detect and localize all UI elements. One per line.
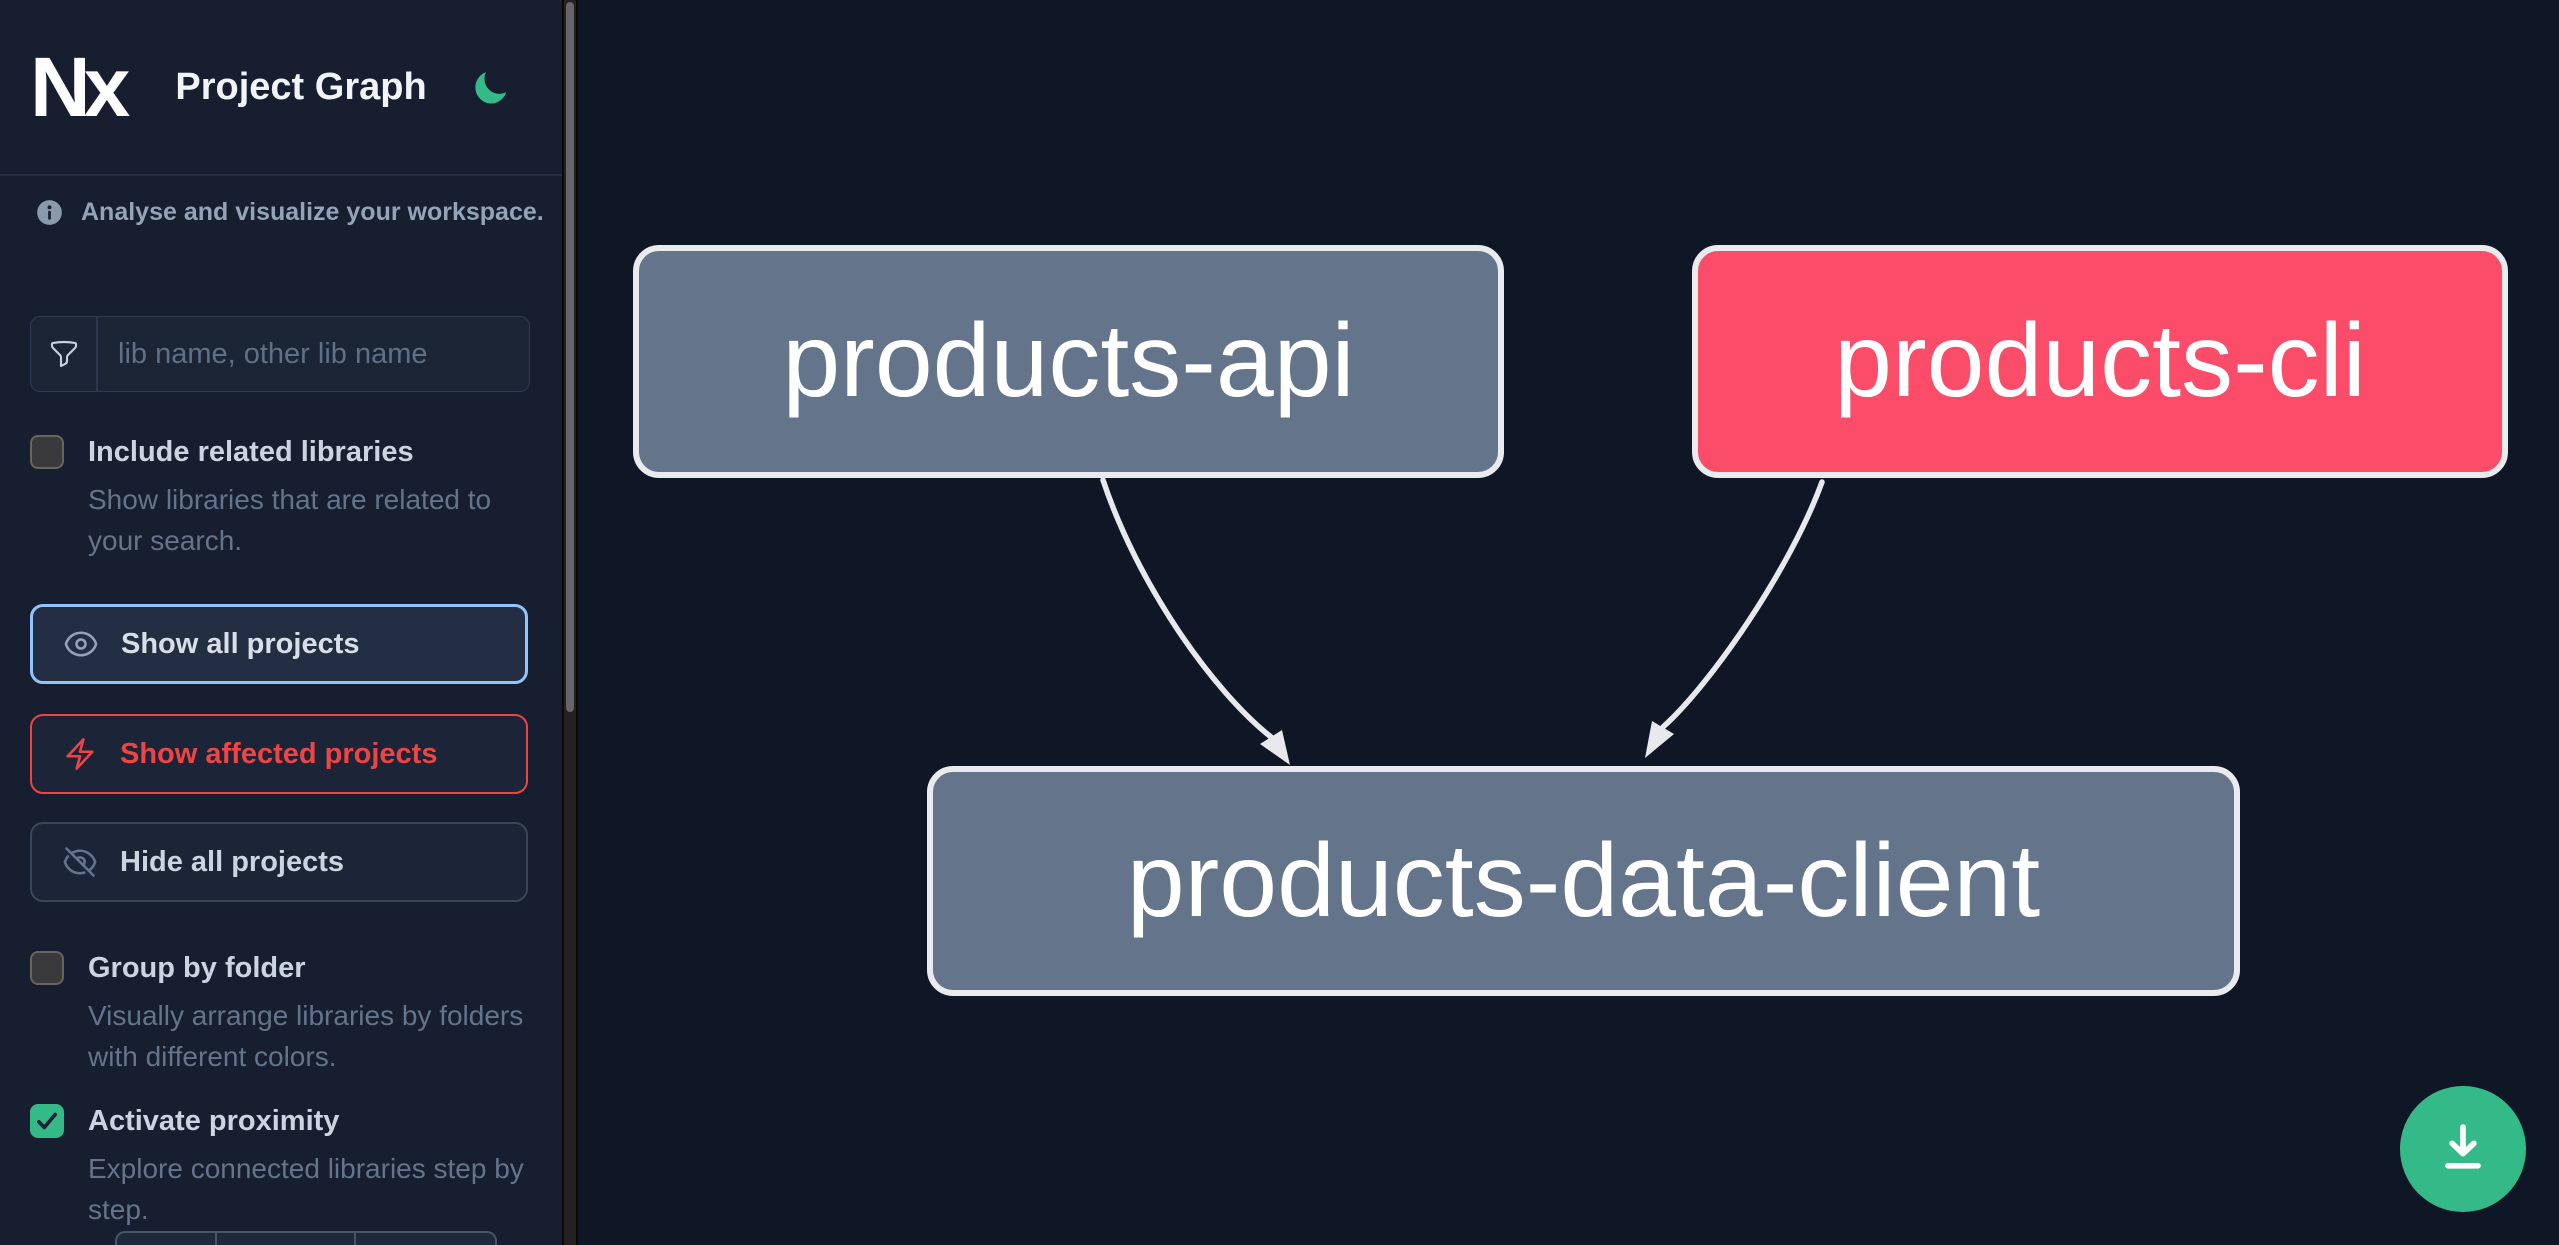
tagline: Analyse and visualize your workspace. <box>81 198 544 226</box>
button-label: Show all projects <box>121 627 360 660</box>
tagline-row: Analyse and visualize your workspace. <box>36 198 544 227</box>
button-label: Show affected projects <box>120 737 438 770</box>
button-label: Hide all projects <box>120 845 345 878</box>
checkbox-description: Show libraries that are related to your … <box>88 484 492 556</box>
download-icon <box>2445 1124 2481 1169</box>
bolt-icon <box>66 738 94 770</box>
theme-toggle-button[interactable] <box>470 67 510 107</box>
page-title: Project Graph <box>175 65 427 108</box>
download-image-button[interactable] <box>2400 1086 2526 1212</box>
proximity-decrement-button[interactable] <box>117 1233 215 1245</box>
checkbox-description: Explore connected libraries step by step… <box>88 1153 524 1225</box>
eye-icon <box>64 631 98 657</box>
sidebar-scrollbar[interactable] <box>562 0 578 1245</box>
checkbox-label: Include related libraries <box>88 436 414 468</box>
activate-proximity-checkbox[interactable] <box>30 1104 64 1138</box>
eye-slash-icon <box>63 847 97 877</box>
graph-node[interactable]: products-api <box>633 245 1504 478</box>
show-affected-projects-button[interactable]: Show affected projects <box>30 714 528 794</box>
include-related-checkbox[interactable] <box>30 435 64 469</box>
filter-icon-cell <box>31 317 98 391</box>
scrollbar-thumb[interactable] <box>566 2 574 712</box>
checkmark-icon <box>37 1112 57 1130</box>
funnel-icon <box>50 340 77 368</box>
search-input[interactable] <box>98 317 529 391</box>
checkbox-description: Visually arrange libraries by folders wi… <box>88 1000 524 1072</box>
checkbox-label: Activate proximity <box>88 1105 340 1137</box>
proximity-stepper <box>115 1231 497 1245</box>
group-by-folder-checkbox[interactable] <box>30 951 64 985</box>
moon-icon <box>475 72 507 104</box>
proximity-value <box>215 1233 354 1245</box>
graph-canvas[interactable] <box>578 0 2559 1245</box>
graph-node[interactable]: products-data-client <box>927 766 2240 996</box>
show-all-projects-button[interactable]: Show all projects <box>30 604 528 684</box>
graph-node[interactable]: products-cli <box>1692 245 2508 478</box>
sidebar: Nx Project Graph Analyse and visualize y… <box>0 0 562 1245</box>
proximity-increment-button[interactable] <box>354 1233 495 1245</box>
search-box <box>30 316 530 392</box>
checkbox-label: Group by folder <box>88 952 306 984</box>
sidebar-header: Nx Project Graph <box>0 0 562 176</box>
info-icon <box>37 200 62 225</box>
hide-all-projects-button[interactable]: Hide all projects <box>30 822 528 902</box>
nx-logo: Nx <box>30 40 130 134</box>
